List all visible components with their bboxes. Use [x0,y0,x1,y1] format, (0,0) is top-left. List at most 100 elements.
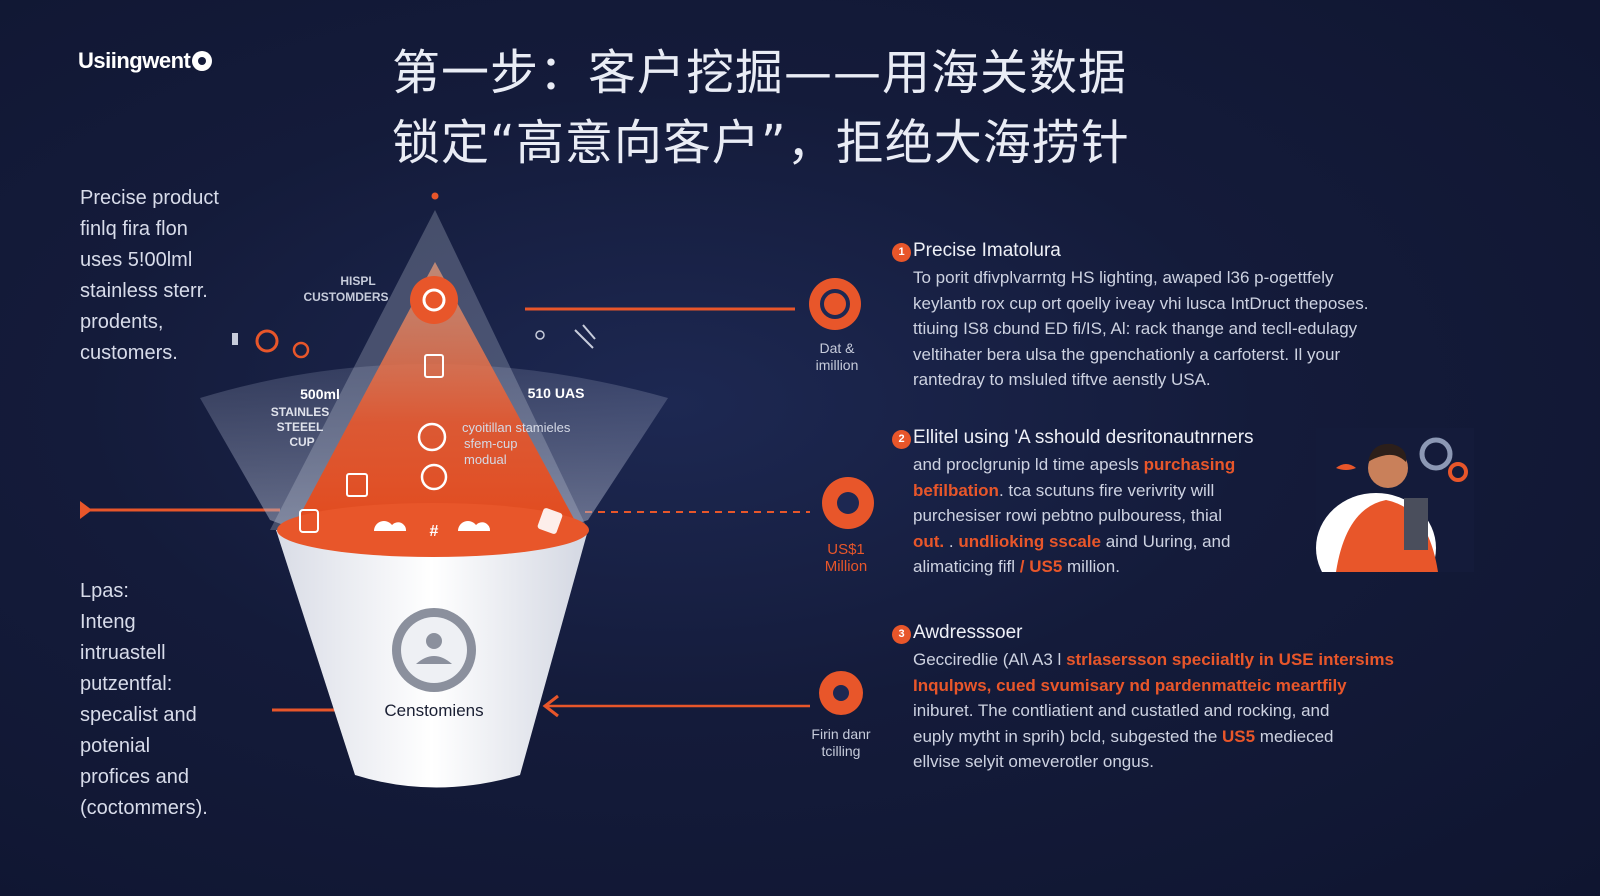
side-label-line: imillion [815,357,859,373]
funnel-label-inner: cyoitillan stamieles [462,420,571,435]
left-top-line: stainless sterr. [80,280,208,302]
gear-icon [1448,462,1468,482]
tool-icon [574,324,596,349]
small-circle-icon [535,330,545,340]
customer-avatar [401,617,467,683]
section-highlight: / US5 [1019,557,1063,576]
section-number-badge: 3 [892,625,911,644]
ring-icon [292,341,310,359]
funnel-label-500ml: 500ml [300,386,340,402]
left-bottom-line: intruastell [80,642,166,664]
section-text: . tca scutuns fire verivrity will [998,480,1215,500]
side-label-top: Dat & imillion [797,340,877,374]
section-text: and proclgrunip ld time apesls [913,455,1144,474]
section-address: 3 Awdresssoer Gecciredlie (Al\ A3 l strl… [892,622,1492,775]
side-label-line: Dat & [819,340,855,356]
side-label-line: US$1 [827,541,865,558]
section-text: alimaticing fifl [913,557,1020,576]
section-heading: Awdresssoer [913,622,1023,643]
section-line: veltihater bera ulsa the gpenchationly a… [913,344,1341,364]
section-line: and proclgrunip ld time apesls purchasin… [913,452,1322,478]
left-bottom-line: Lpas: [80,580,129,602]
dollar-target-icon [809,278,861,330]
left-bottom-line: specalist and [80,704,197,726]
section-highlight: Inqulpws, cued svumisary nd pardenmattei… [913,675,1347,695]
person-head [1368,448,1408,488]
section-line: keylantb rox cup ort qoelly iveay vhi lu… [913,293,1369,313]
customer-user-icon [426,633,442,649]
section-highlight: befilbation [913,480,999,500]
section-line: euply mytht in sprih) bcld, subgested th… [913,724,1492,750]
person-hair [1368,443,1407,462]
side-label-line: Million [824,558,868,575]
apex-dot-icon [431,192,439,200]
section-line: Gecciredlie (Al\ A3 l strlasersson speci… [913,647,1492,673]
section-highlight: strlasersson speciialtly in USE intersim… [1066,650,1394,669]
funnel-orange-pyramid [292,262,580,530]
section-line: purchesiser rowi pebtno pulbouress, thia… [913,506,1223,525]
left-top-line: customers. [80,342,178,364]
gear-icon [1419,437,1453,471]
section-line: ellvise selyit omeverotler ongus. [913,752,1154,771]
left-arrow-icon [80,501,92,519]
section-body: To porit dfivplvarrntg HS lighting, awap… [913,265,1492,393]
cloud-icon [458,521,491,531]
hash-icon: # [430,523,439,540]
section-highlight: undlioking sscale [958,531,1101,551]
logo-mark-icon [192,51,213,71]
left-top-line: Precise product [80,187,219,209]
section-highlight: purchasing [1143,455,1236,474]
funnel-label-stainless: STEEEL [277,420,324,434]
section-precise: 1 Precise Imatolura To porit dfivplvarrn… [892,240,1492,393]
file-icon [346,473,368,497]
person-illustration [1316,428,1474,572]
section-line: Inqulpws, cued svumisary nd pardenmattei… [913,673,1492,699]
section-line: iniburet. The contliatient and custatled… [913,701,1330,720]
funnel-label-inner: modual [464,452,507,467]
section-heading: Ellitel using 'A sshould desritonautnrne… [913,427,1254,448]
section-highlight: US5 [1222,726,1256,746]
section-line: out. . undlioking sscale aind Uuring, an… [913,529,1322,555]
title-line-2: 锁定“高意向客户”，拒绝大海捞针 [392,115,1130,171]
left-intro-text: Precise product finlq fira flon uses 5!0… [80,183,219,369]
section-text: million. [1062,557,1120,576]
left-top-line: prodents, [80,311,164,333]
funnel-label-510: 510 UAS [528,385,585,401]
shoe-icon [1336,464,1356,470]
customer-user-icon-body [416,656,452,664]
left-bottom-text: Lpas: Inteng intruastell putzentfal: spe… [80,576,208,824]
dollar-target-icon-ring [820,289,850,319]
logo-text: Usiingwent [78,48,191,73]
bottle-icon [232,333,238,345]
globe-icon [417,422,447,452]
left-top-line: uses 5!00lml [80,249,193,271]
bottom-arrow-icon [542,694,559,718]
section-text: medieced [1255,726,1334,746]
bottle-icon [1404,498,1428,550]
section-line: ttiuing IS8 cbund ED fi/IS, Al: rack tha… [913,319,1358,338]
funnel-label-inner: sfem-cup [464,436,517,451]
funnel-label-hispl: HISPL [340,274,375,288]
funnel-label-stainless: STAINLES [271,405,329,419]
section-text: Gecciredlie (Al\ A3 l [913,650,1067,669]
section-body: Gecciredlie (Al\ A3 l strlasersson speci… [913,647,1492,775]
section-line: befilbation. tca scutuns fire verivrity … [913,478,1322,504]
document-icon [424,354,444,378]
brand-logo: Usiingwent [78,48,213,74]
side-label-middle: US$1 Million [806,541,886,575]
user-icon [420,463,448,491]
section-text: euply mytht in sprih) bcld, subgested th… [913,726,1222,746]
target-icon [410,276,458,324]
side-label-bottom: Firin danr tcilling [801,726,881,760]
section-number-badge: 1 [892,243,911,262]
left-bottom-line: (coctommers). [80,797,208,819]
side-label-line: tcilling [821,743,861,759]
section-body: and proclgrunip ld time apesls purchasin… [913,452,1322,580]
left-top-line: finlq fira flon [80,218,188,240]
funnel-label-custom: CUSTOMDERS [303,290,388,304]
gear-icon-hole [833,685,849,701]
funnel-cup-top [277,503,589,557]
section-line: alimaticing fifl / US5 million. [913,554,1322,580]
page-title: 第一步：客户挖掘——用海关数据 锁定“高意向客户”，拒绝大海捞针 [392,38,1130,178]
